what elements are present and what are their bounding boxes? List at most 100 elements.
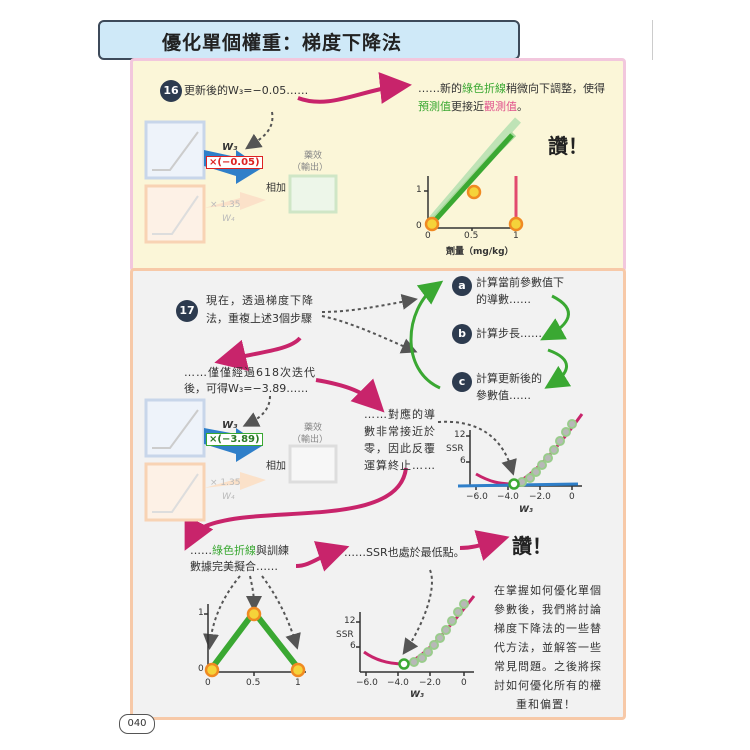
section-title-tab: 優化單個權重：梯度下降法: [98, 20, 520, 60]
loop-a-line2: 的導數……: [476, 293, 531, 306]
ssr1-xtick: −6.0: [466, 492, 488, 502]
chart16-xtick: 1: [513, 231, 519, 241]
fit-chart: [204, 604, 306, 678]
step17-number-badge: 17: [176, 300, 198, 322]
ssr2-ytick: 6: [350, 641, 356, 651]
text-segment: ……新的: [418, 82, 462, 95]
fit-pink-arrow: [295, 541, 350, 572]
step16-right-text-line2: 預測值更接近觀測值。: [418, 98, 528, 116]
step17-output-label-1: 藥效: [304, 423, 323, 433]
closing-line: 重和偏置！: [516, 698, 576, 711]
loop-c-line2: 參數值……: [476, 389, 531, 402]
ssr1-ytick: 6: [460, 456, 466, 466]
ssr-chart-2: [356, 595, 476, 676]
loop-arrow-ab: [540, 294, 570, 341]
loop-arrow-ca: [409, 280, 444, 390]
ssr1-ylabel: SSR: [446, 444, 464, 454]
step16-left-text: 更新後的W₃=−0.05……: [184, 84, 309, 97]
step16-w3-label: W₃: [222, 142, 238, 153]
text-segment: 更接近: [451, 100, 484, 113]
text-segment: ……: [190, 544, 212, 557]
text-segment: 綠色折線: [212, 544, 256, 557]
step17-output-box: [288, 444, 338, 484]
step16-w4-value: × 1.35: [210, 200, 241, 210]
step16-output-label-1: 藥效: [304, 151, 323, 161]
fit-xtick: 1: [295, 678, 301, 688]
ssr1-xlabel: W₃: [519, 505, 533, 515]
fit-xtick: 0: [205, 678, 211, 688]
fit-line1: ……綠色折線與訓練: [190, 542, 289, 560]
text-segment: 稍微向下調整，使得: [506, 82, 605, 95]
chart16-xtick: 0.5: [464, 231, 479, 241]
right-edge-rule: [652, 20, 653, 60]
ssr2-xtick: −2.0: [419, 678, 441, 688]
step17-w3-label: W₃: [222, 420, 238, 431]
step16-output-label-2: （輸出）: [292, 163, 329, 173]
step17-pink-arrow-1: [214, 336, 302, 371]
fit-line2: 數據完美擬合……: [190, 560, 278, 573]
step16-right-text-line1: ……新的綠色折線稍微向下調整，使得: [418, 80, 605, 98]
fit-dotted-arrow-3: [203, 575, 241, 650]
ssr1-xtick: 0: [569, 492, 575, 502]
data-point: [290, 662, 306, 678]
loop-badge-c: c: [452, 372, 472, 392]
intro-dotted-arrow-1: [321, 293, 418, 313]
step16-dotted-arrow: [245, 111, 274, 150]
fit-dotted-arrow-1: [245, 575, 262, 612]
data-point: [424, 216, 440, 232]
green-fit-line: [428, 133, 514, 228]
step17-dotted-arrow-2: [437, 420, 517, 476]
ssr-chart-1: [457, 413, 584, 490]
fit-xtick: 0.5: [246, 678, 261, 688]
ssr1-xtick: −2.0: [529, 492, 551, 502]
ssr2-xtick: −4.0: [387, 678, 409, 688]
closing-line: 討如何優化所有的權: [494, 679, 602, 692]
data-point: [204, 662, 220, 678]
chart16-ytick: 1: [416, 185, 422, 195]
step16-dose-chart: [424, 117, 524, 232]
ssr-min-text: ……SSR也處於最低點。: [344, 546, 465, 559]
ssr-pink-arrow: [459, 530, 510, 561]
fit-ytick: 1: [198, 608, 204, 618]
step16-orange-arrow: [204, 192, 266, 210]
step17-pink-swoop: [184, 467, 408, 551]
step17-output-label-2: （輸出）: [292, 435, 329, 445]
loop-a-line1: 計算當前參數值下: [476, 276, 564, 289]
ssr2-ylabel: SSR: [336, 630, 354, 640]
fit-ytick: 0: [198, 664, 204, 674]
step17-dotted-arrow-1: [242, 395, 271, 427]
loop-badge-b: b: [452, 324, 472, 344]
fit-dotted-arrow-2: [261, 575, 301, 650]
step16-number-badge: 16: [160, 80, 182, 102]
chart16-xlabel: 劑量（mg/kg）: [446, 247, 514, 257]
intro-dotted-arrow-2: [321, 315, 418, 354]
chart16-xtick: 0: [425, 231, 431, 241]
page-number: 040: [119, 714, 155, 734]
closing-line: 代方法，並解答一些: [494, 641, 602, 654]
text-segment: 與訓練: [256, 544, 289, 557]
ssr1-ytick: 12: [454, 430, 466, 440]
page-title: 優化單個權重：梯度下降法: [162, 32, 403, 54]
step17-intro-line1: 現在，透過梯度下降: [206, 294, 314, 307]
step17-after-line2: 後，可得W₃=−3.89……: [184, 382, 309, 395]
loop-c-line1: 計算更新後的: [476, 372, 542, 385]
loop-arrow-bc: [544, 348, 572, 389]
step17-w3-value: ×(−3.89): [206, 433, 263, 446]
data-point: [246, 606, 262, 622]
text-segment: 綠色折線: [462, 82, 506, 95]
step17-intro-line2: 法，重複上述3個步驟: [206, 312, 312, 325]
text-segment: 。: [517, 100, 528, 113]
closing-line: 常見問題。之後將探: [494, 660, 602, 673]
ssr-min-point: [398, 658, 410, 670]
step17-w4-label: W₄: [222, 492, 235, 502]
ssr2-ytick: 12: [344, 616, 356, 626]
ssr-min-point: [508, 478, 520, 490]
deriv-line2: 數非常接近於: [364, 425, 436, 438]
text-segment: 觀測值: [484, 100, 517, 113]
deriv-line3: 零，因此反覆: [364, 442, 436, 455]
step16-w4-label: W₄: [222, 214, 235, 224]
data-point: [508, 216, 524, 232]
step16-output-box: [288, 174, 338, 214]
deriv-line4: 運算終止……: [364, 459, 436, 472]
